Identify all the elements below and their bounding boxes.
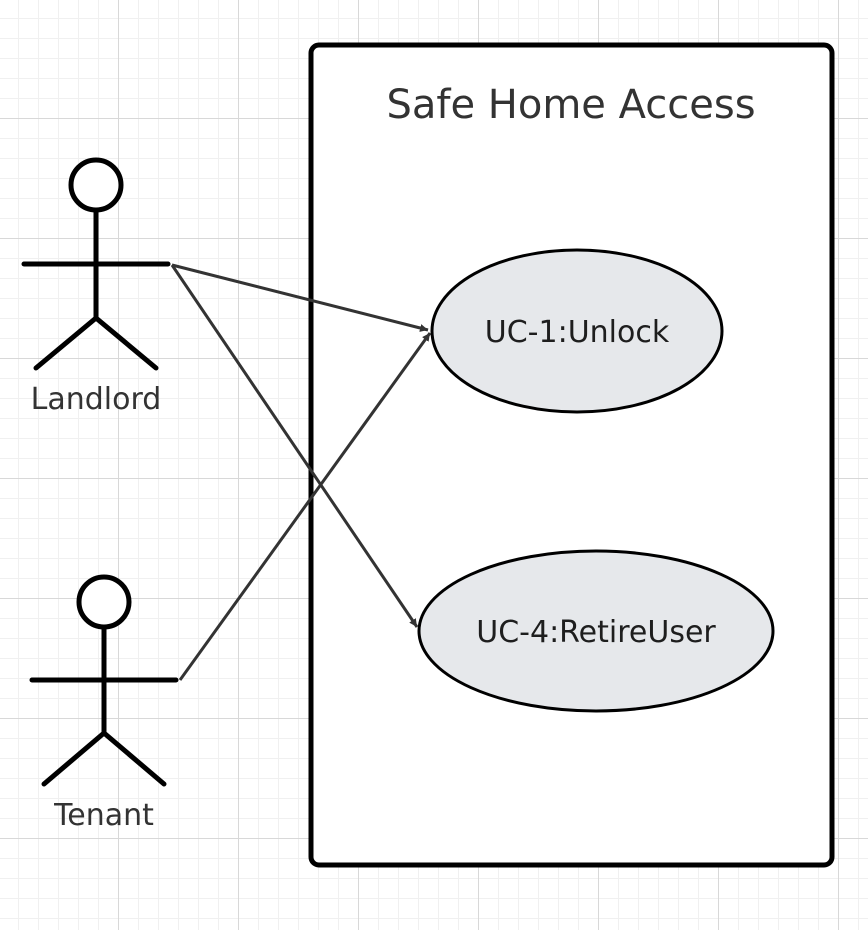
actor-landlord[interactable]: Landlord: [21, 157, 171, 417]
actor-tenant[interactable]: Tenant: [29, 574, 179, 833]
association-tenant-unlock[interactable]: [178, 332, 432, 681]
use-case-unlock-label: UC-1:Unlock: [485, 315, 670, 350]
actor-tenant-label: Tenant: [53, 798, 154, 833]
use-case-unlock[interactable]: UC-1:Unlock: [430, 248, 724, 414]
system-boundary[interactable]: Safe Home Access: [308, 42, 835, 868]
association-landlord-retireuser[interactable]: [170, 264, 419, 628]
use-case-retireuser[interactable]: UC-4:RetireUser: [417, 549, 775, 713]
use-case-retireuser-label: UC-4:RetireUser: [476, 615, 716, 650]
system-title: Safe Home Access: [386, 82, 755, 128]
association-landlord-unlock[interactable]: [171, 263, 429, 332]
use-case-retireuser-ellipse: [417, 549, 775, 713]
actor-landlord-label: Landlord: [31, 382, 162, 417]
system-boundary-box: [308, 42, 835, 868]
stick-figure-icon: [21, 157, 171, 371]
stick-figure-icon: [29, 574, 179, 787]
use-case-unlock-ellipse: [430, 248, 724, 414]
